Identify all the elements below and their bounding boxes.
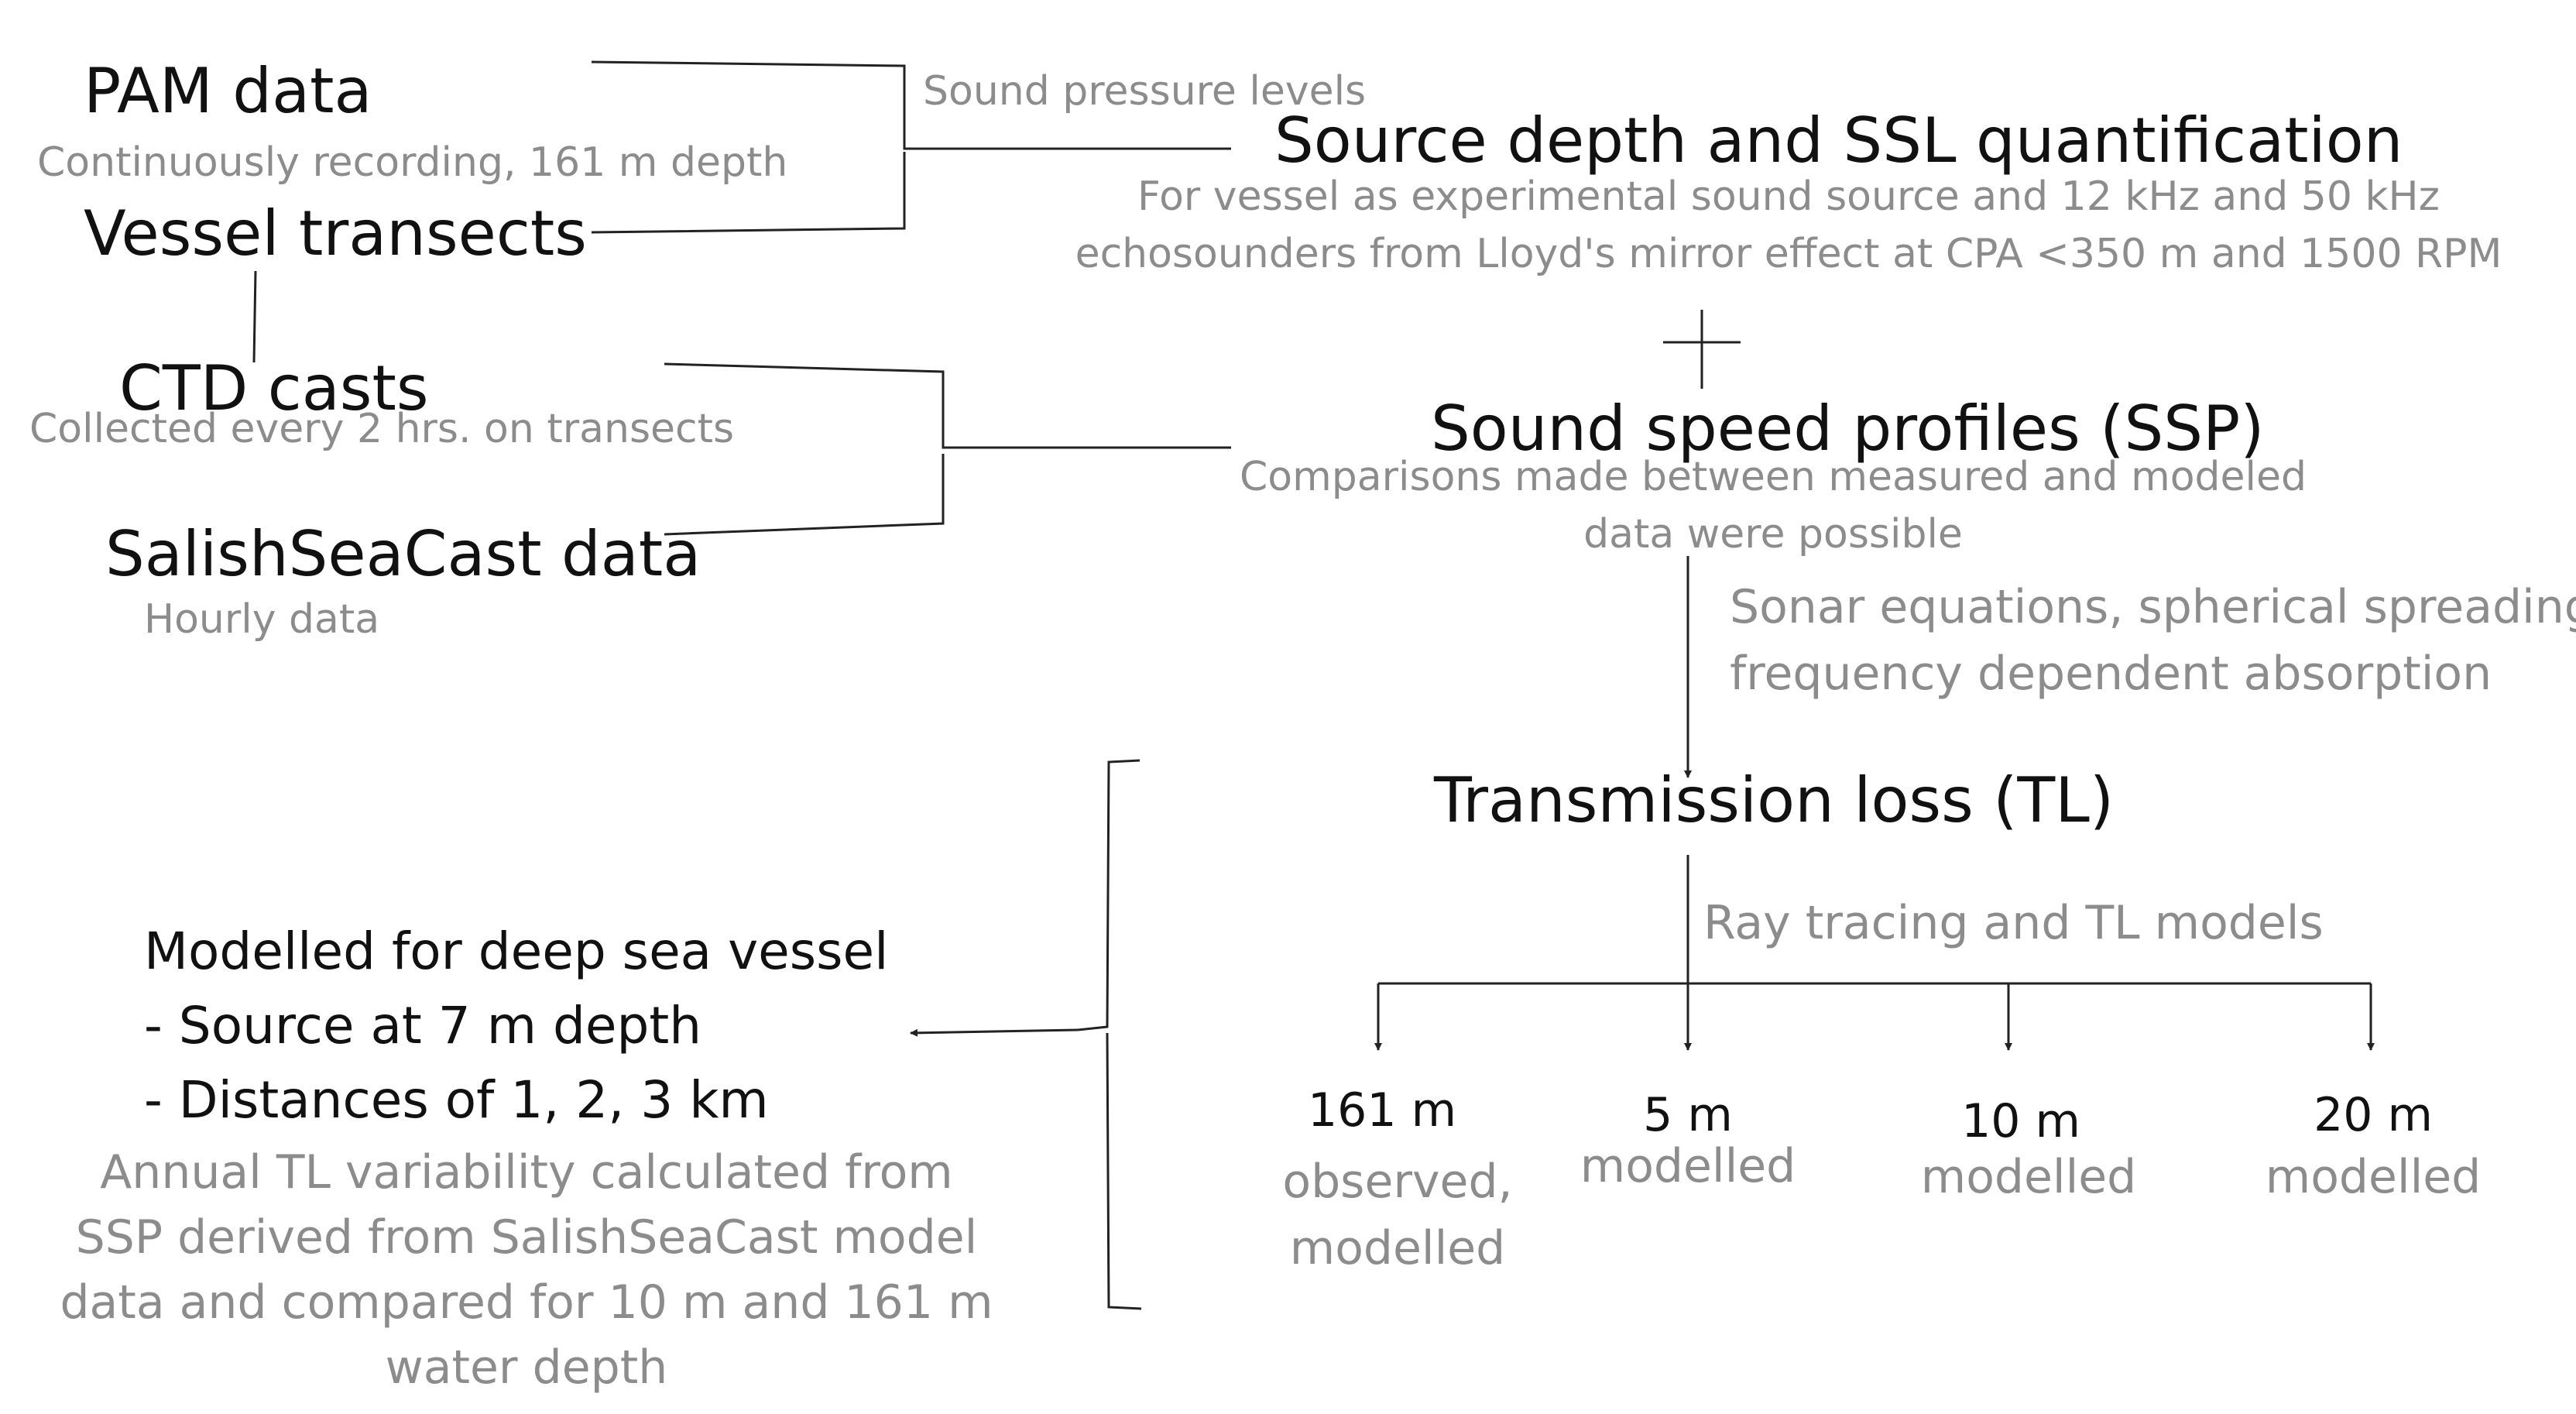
depth-10: 10 m [1961,1094,2080,1148]
bracket-pam-vessel [591,60,1231,234]
salish-note: Hourly data [144,596,380,643]
ctd-title: CTD casts [119,352,429,424]
modelled-line-2: - Source at 7 m depth [144,996,702,1055]
pam-title: PAM data [84,55,372,127]
modelled-note-4: water depth [385,1340,668,1395]
plus-sign [1663,310,1741,389]
arrow-to-modelled [910,1028,1079,1037]
ssp-note-1: Comparisons made between measured and mo… [1240,454,2307,500]
bracket-modelled [1077,759,1142,1310]
depth-161-line1: observed, [1282,1155,1513,1209]
sonar-label-1: Sonar equations, spherical spreading, [1730,580,2576,634]
ssp-title: Sound speed profiles (SSP) [1431,393,2265,465]
depth-5-line1: modelled [1580,1139,1796,1193]
tl-title: Transmission loss (TL) [1434,764,2115,836]
depth-5: 5 m [1643,1088,1733,1142]
source-note-1: For vessel as experimental sound source … [1137,173,2440,220]
modelled-line-1: Modelled for deep sea vessel [144,922,889,981]
source-note-2: echosounders from Lloyd's mirror effect … [1075,231,2502,277]
depth-20: 20 m [2314,1088,2433,1142]
spl-label: Sound pressure levels [923,68,1367,115]
ray-label: Ray tracing and TL models [1703,896,2324,950]
vessel-title: Vessel transects [84,197,587,269]
depth-10-line1: modelled [1920,1150,2137,1204]
ctd-note: Collected every 2 hrs. on transects [29,406,735,452]
ssp-note-2: data were possible [1583,511,1963,558]
modelled-note-2: SSP derived from SalishSeaCast model [75,1210,978,1265]
salish-title: SalishSeaCast data [105,518,701,590]
modelled-line-3: - Distances of 1, 2, 3 km [144,1070,769,1130]
line-vessel-ctd [252,270,257,363]
modelled-note-3: data and compared for 10 m and 161 m [60,1275,993,1330]
depth-20-line1: modelled [2265,1150,2482,1204]
depth-161-line2: modelled [1289,1221,1506,1275]
modelled-note-1: Annual TL variability calculated from [100,1145,953,1199]
depth-161: 161 m [1307,1083,1457,1138]
bracket-ctd-salish [664,362,1231,536]
pam-note: Continuously recording, 161 m depth [37,139,788,186]
source-title: Source depth and SSL quantification [1274,105,2403,177]
sonar-label-2: frequency dependent absorption [1730,647,2492,701]
